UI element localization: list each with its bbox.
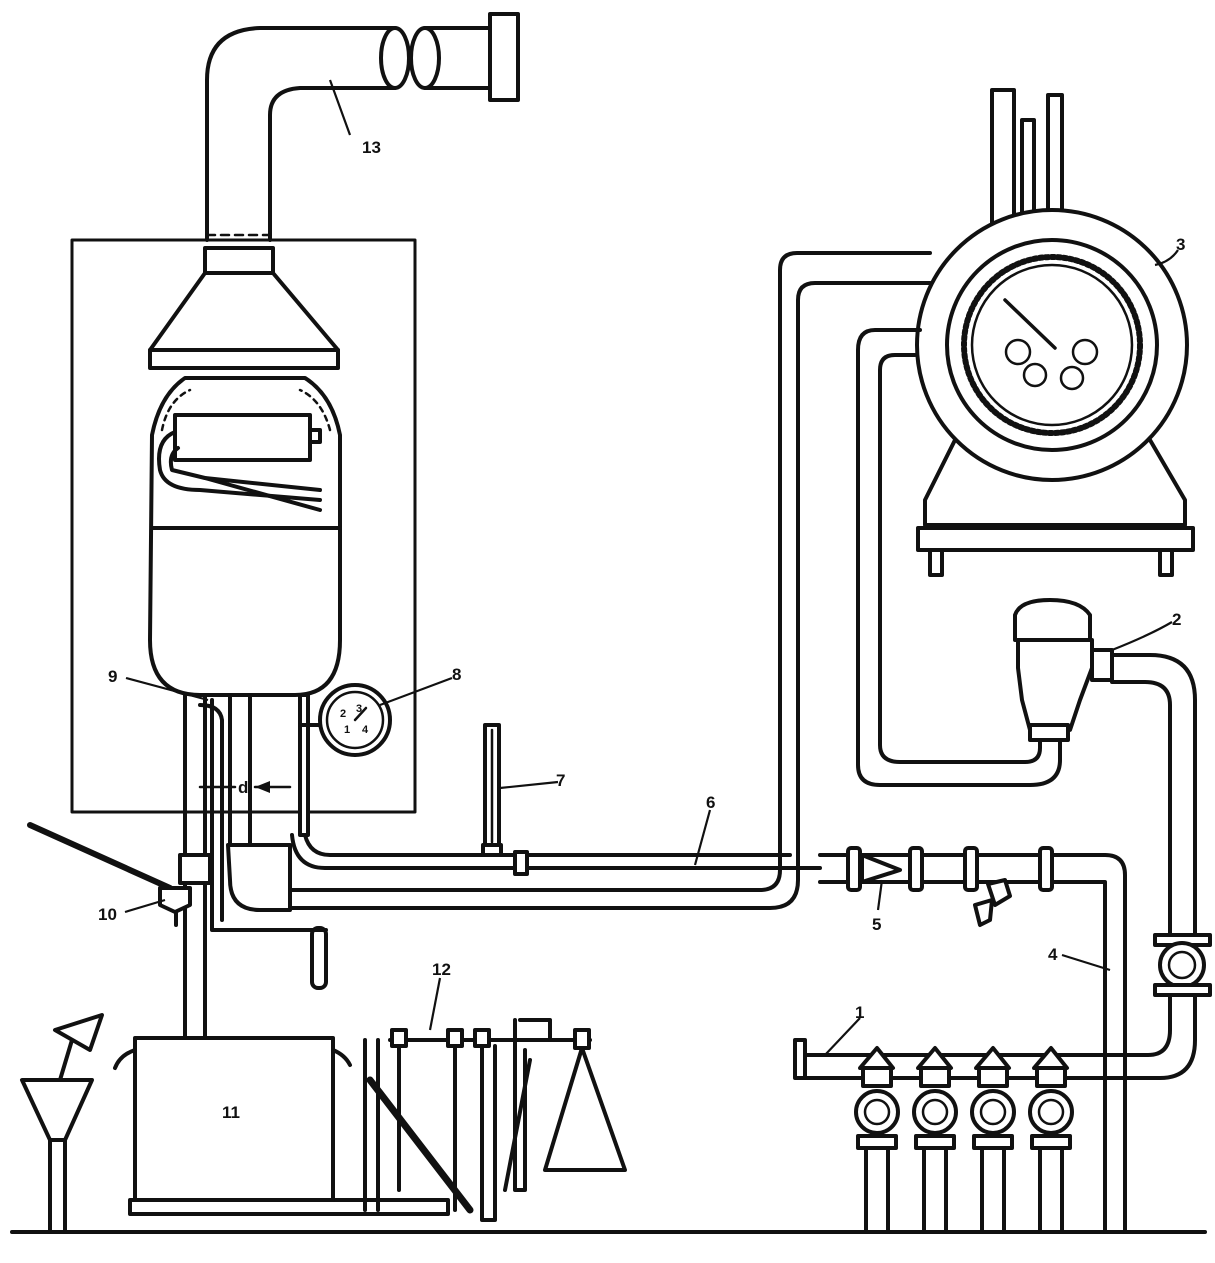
funnels (20, 1013, 104, 1234)
check-valve (818, 846, 1107, 927)
svg-text:1: 1 (344, 724, 350, 736)
mounting-board (70, 238, 417, 814)
exhaust-hood (148, 246, 340, 370)
collection-tank (113, 1036, 450, 1216)
label-d: d (238, 778, 248, 797)
pressure-gauge: 2 3 1 4 (298, 683, 392, 837)
label-3: 3 (1176, 235, 1185, 254)
vessel-outlet-pipes (178, 693, 328, 1047)
label-4: 4 (1048, 945, 1058, 964)
return-pipe (1088, 853, 1127, 1234)
label-1: 1 (855, 1003, 864, 1022)
label-10: 10 (98, 905, 117, 924)
meter-pipe (856, 328, 1062, 787)
label-7: 7 (556, 771, 565, 790)
svg-text:4: 4 (362, 724, 369, 736)
outlet-pipe (226, 251, 932, 912)
pressure-regulator (793, 598, 1197, 1080)
label-2: 2 (1172, 610, 1181, 629)
leader-lines (124, 79, 1179, 1056)
label-13: 13 (362, 138, 381, 157)
gas-meter (915, 88, 1195, 577)
line-pipe-6 (290, 723, 822, 876)
boiler-vessel (148, 376, 342, 697)
label-6: 6 (706, 793, 715, 812)
burner-manifold (854, 1046, 1074, 1234)
label-5: 5 (872, 915, 881, 934)
inline-meter (1153, 933, 1212, 997)
label-9: 9 (108, 667, 117, 686)
weighing-scale (363, 1018, 627, 1222)
label-11: 11 (222, 1103, 240, 1122)
label-12: 12 (432, 960, 451, 979)
dimension-d (198, 781, 292, 793)
exhaust-duct (205, 12, 520, 242)
svg-text:3: 3 (356, 703, 362, 715)
svg-text:2: 2 (340, 708, 346, 720)
label-8: 8 (452, 665, 461, 684)
